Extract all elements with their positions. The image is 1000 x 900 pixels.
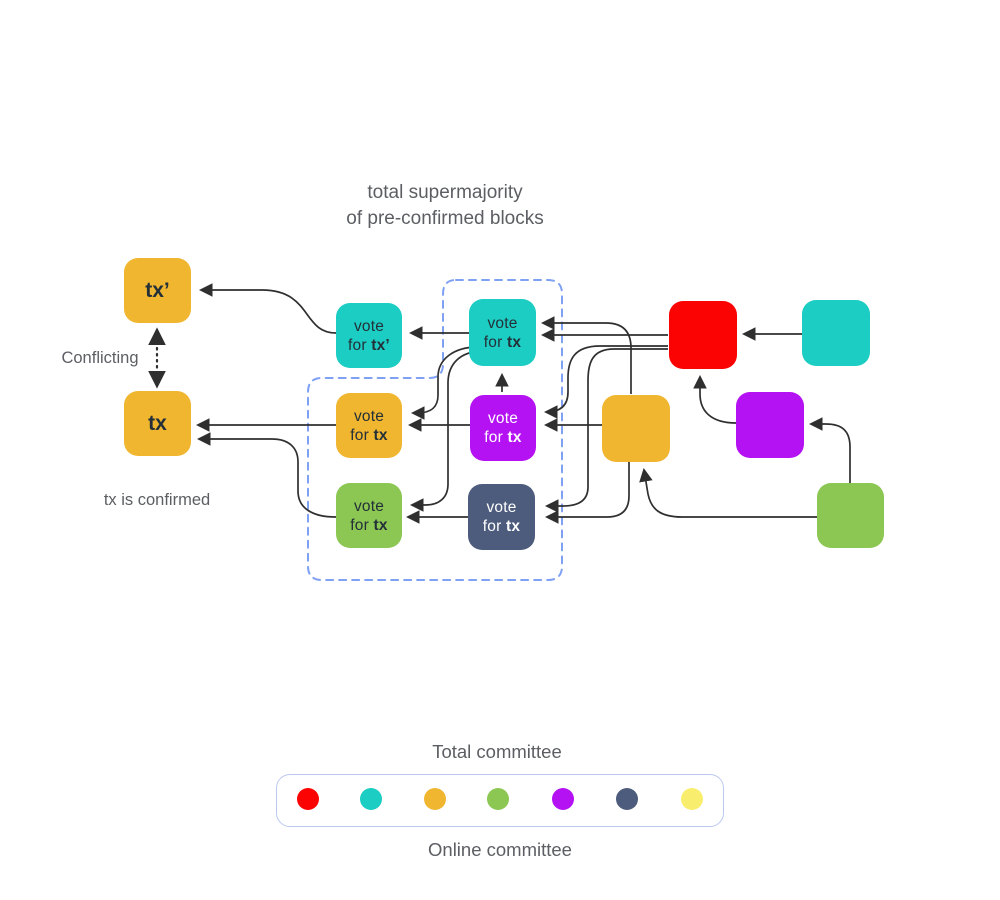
legend-dot-slate — [616, 788, 638, 810]
tx-label: tx — [148, 411, 167, 435]
conflicting-label: Conflicting — [61, 349, 139, 367]
vote-line2-prefix: for — [350, 516, 374, 534]
supermajority-dashed-outline — [307, 279, 563, 581]
legend-total-committee-label: Total committee — [432, 741, 562, 762]
vote-block-slate-tx: vote for tx — [468, 484, 535, 550]
arrow-to-yellowvote-curved — [410, 346, 512, 420]
legend-dot-purple — [552, 788, 574, 810]
committee-block-yellow — [602, 395, 670, 462]
tx-prime-label: tx’ — [145, 278, 170, 302]
block-tx: tx — [124, 391, 191, 456]
arrow-greenblk-to-yellowblk — [639, 467, 817, 518]
vote-line1: vote — [353, 497, 385, 515]
committee-block-teal — [802, 300, 870, 366]
block-tx-prime: tx’ — [124, 258, 191, 323]
vote-line2-bold: tx — [373, 426, 388, 444]
vote-block-yellow-tx: vote for tx — [336, 393, 402, 458]
vote-line2-bold: tx — [506, 518, 521, 535]
title-line2: of pre-confirmed blocks — [346, 208, 544, 229]
legend-dot-red — [297, 788, 319, 810]
legend-dot-green — [487, 788, 509, 810]
vote-line2-prefix: for — [482, 518, 506, 535]
arrow-greenblk-to-purpleblk — [808, 417, 851, 483]
vote-line1: vote — [487, 410, 519, 427]
arrow-yellowblk-to-slatevote — [544, 462, 630, 524]
vote-line2-bold: tx — [507, 333, 522, 351]
committee-block-red — [669, 301, 737, 369]
committee-block-green — [817, 483, 884, 548]
vote-line2-bold: tx’ — [371, 336, 390, 354]
committee-block-purple — [736, 392, 804, 458]
legend-dot-light-yellow — [681, 788, 703, 810]
arrow-redblk-to-slatevote — [544, 348, 668, 513]
title-line1: total supermajority — [367, 182, 523, 203]
vote-block-purple-tx: vote for tx — [470, 395, 536, 461]
arrow-redblk-to-purplevote — [543, 345, 668, 419]
vote-block-green-tx: vote for tx — [336, 483, 402, 548]
arrow-purpleblk-to-redblk — [693, 374, 737, 424]
vote-line1: vote — [353, 317, 385, 335]
legend-online-committee-label: Online committee — [428, 839, 572, 860]
tx-confirmed-label: tx is confirmed — [103, 491, 211, 509]
vote-line2-bold: tx — [507, 429, 522, 446]
vote-line1: vote — [353, 407, 385, 425]
legend-dot-yellow — [424, 788, 446, 810]
arrow-votetxp-to-txp — [198, 283, 337, 334]
vote-line1: vote — [487, 314, 518, 332]
vote-line1: vote — [486, 499, 517, 516]
diagram-title: total supermajority of pre-confirmed blo… — [300, 180, 590, 232]
online-committee-pill — [276, 774, 724, 827]
vote-line2-prefix: for — [483, 333, 507, 351]
vote-line2-prefix: for — [348, 336, 372, 354]
legend-dot-teal — [360, 788, 382, 810]
arrow-yellowblk-to-tealvote — [540, 316, 632, 394]
arrow-greenvote-to-tx — [196, 432, 337, 518]
vote-block-teal-tx: vote for tx — [469, 299, 536, 366]
vote-line2-bold: tx — [373, 516, 388, 534]
vote-line2-prefix: for — [484, 429, 508, 446]
vote-line2-prefix: for — [350, 426, 374, 444]
vote-block-tx-prime: vote for tx’ — [336, 303, 402, 368]
